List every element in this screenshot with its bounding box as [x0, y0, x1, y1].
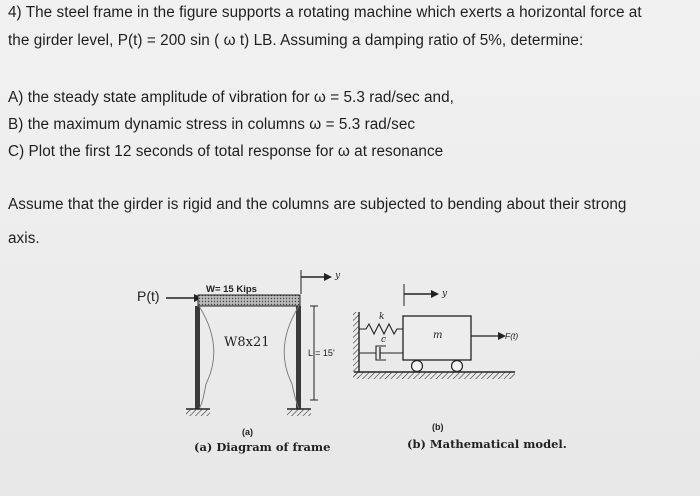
- ground-hatch: [354, 372, 515, 379]
- force-p-label: P(t): [137, 288, 160, 304]
- wheel-right: [450, 359, 464, 373]
- column-right: [296, 306, 301, 409]
- y-arrowhead: [324, 273, 332, 281]
- assume-line-1: Assume that the girder is rigid and the …: [8, 196, 627, 213]
- weight-label: W= 15 Kips: [206, 284, 257, 295]
- subfigure-a-label: (a): [242, 427, 253, 437]
- problem-line-2: the girder level, P(t) = 200 sin ( ω t) …: [8, 32, 584, 49]
- part-b: B) the maximum dynamic stress in columns…: [8, 116, 416, 133]
- problem-line-1: 4) The steel frame in the figure support…: [8, 4, 642, 21]
- wall-hatch: [353, 312, 359, 378]
- mass-block: [402, 315, 472, 361]
- part-a: A) the steady state amplitude of vibrati…: [8, 89, 454, 106]
- assume-line-2: axis.: [8, 230, 40, 247]
- girder-beam: [197, 294, 301, 307]
- force-f-arrowhead: [498, 332, 506, 340]
- damper-cylinder: [375, 345, 386, 361]
- column-left: [195, 306, 200, 409]
- section-label: W8x21: [224, 335, 270, 350]
- spring: [359, 322, 403, 336]
- damper-label: c: [381, 335, 386, 345]
- mathematical-model: k c m F(t) y (b) (b) Mathematica: [353, 284, 567, 451]
- y-arrowhead-b: [431, 290, 439, 298]
- subfigure-b-label: (b): [432, 422, 444, 432]
- deflected-shape-left: [198, 305, 215, 410]
- support-left-hatch: [186, 409, 210, 416]
- force-f-label: F(t): [505, 331, 518, 341]
- wheel-left: [410, 359, 424, 373]
- y-label-b: y: [441, 289, 448, 299]
- part-c: C) Plot the first 12 seconds of total re…: [8, 143, 444, 160]
- frame-diagram: P(t) W= 15 Kips W8x21 y: [137, 270, 341, 454]
- deflected-shape-right: [283, 305, 300, 410]
- mass-label: m: [433, 330, 442, 341]
- caption-a: (a) Diagram of frame: [194, 440, 330, 454]
- y-label-a: y: [334, 271, 341, 281]
- caption-b: (b) Mathematical model.: [407, 437, 567, 451]
- height-label: L = 15': [308, 348, 335, 358]
- support-right-hatch: [287, 409, 311, 416]
- spring-label: k: [379, 312, 384, 322]
